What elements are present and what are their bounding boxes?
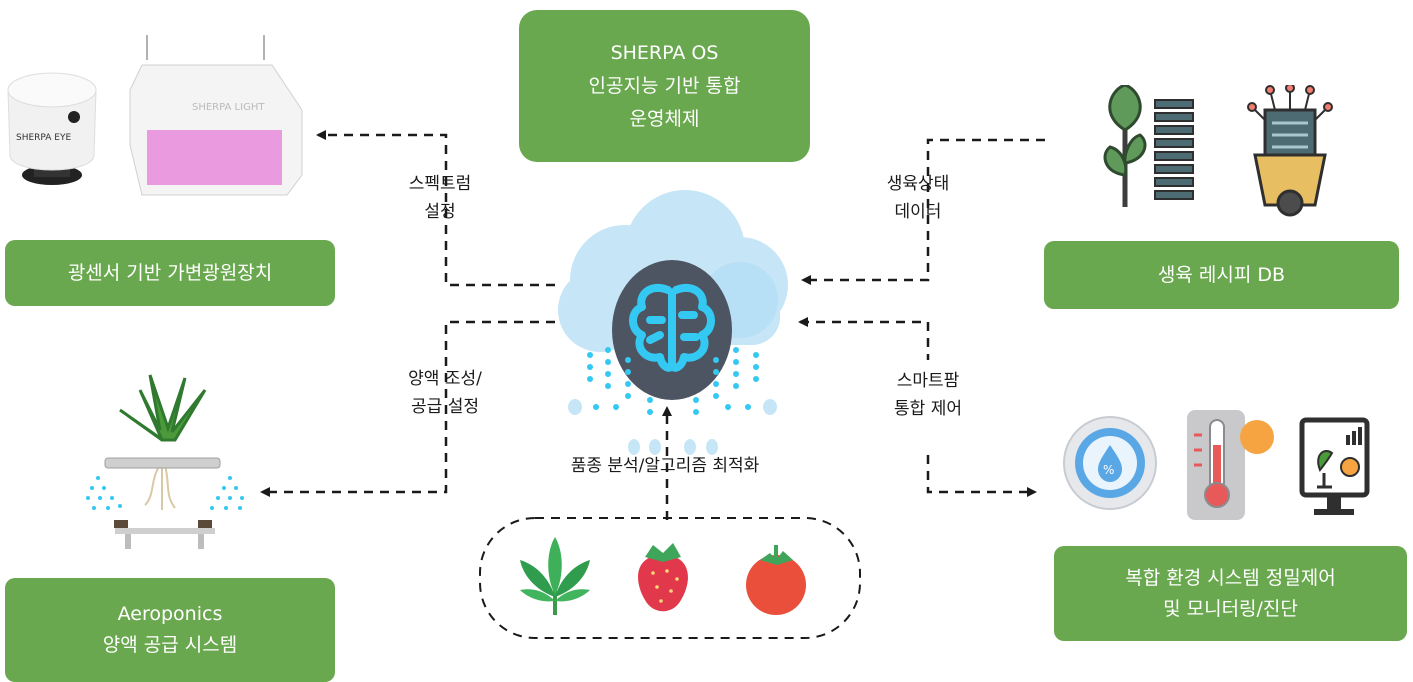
data-dots (573, 347, 759, 415)
aeroponics-subtitle: 양액 공급 시스템 (102, 634, 238, 656)
env-control-illustration: % (1063, 410, 1370, 520)
arrow-spectrum (316, 130, 555, 287)
smartfarm-label-line2: 통합 제어 (894, 399, 962, 419)
arrow-nutrient (260, 320, 555, 497)
sherpa-light-icon: SHERPA LIGHT (129, 35, 303, 196)
spectrum-label: 스펙트럼 설정 (385, 170, 495, 226)
brain-icon (629, 284, 715, 372)
smartfarm-label-line1: 스마트팜 (896, 371, 960, 391)
sherpa-light-label: SHERPA LIGHT (192, 102, 265, 113)
nutrient-label-line2: 공급 설정 (411, 397, 479, 417)
tomato-icon (746, 545, 806, 615)
env-control-subtitle: 및 모니터링/진단 (1163, 597, 1298, 620)
cannabis-leaf-icon (520, 537, 590, 615)
growth-data-label-line2: 데이터 (894, 202, 942, 222)
thermometer-icon (1187, 410, 1274, 520)
analysis-label: 품종 분석/알고리즘 최적화 (570, 456, 760, 476)
smartfarm-label: 스마트팜 통합 제어 (863, 367, 993, 423)
recipe-db-box: 생육 레시피 DB (1044, 241, 1399, 309)
plant-icon (119, 374, 207, 442)
spray-dots (86, 476, 244, 510)
light-device-box: 광센서 기반 가변광원장치 (5, 240, 335, 306)
env-control-box: 복합 환경 시스템 정밀제어 및 모니터링/진단 (1054, 546, 1407, 641)
light-device-label: 광센서 기반 가변광원장치 (67, 261, 273, 284)
spectrum-label-line2: 설정 (424, 202, 456, 222)
plant-server-icon (1103, 85, 1194, 207)
sherpa-os-subtitle-2: 운영체제 (629, 107, 700, 130)
nutrient-label-line1: 양액 조성/ (408, 369, 482, 389)
monitor-chart-icon (1299, 417, 1370, 515)
env-control-title: 복합 환경 시스템 정밀제어 (1125, 566, 1336, 589)
arrow-smartfarm (926, 455, 1037, 497)
aeroponics-box: Aeroponics 양액 공급 시스템 (5, 578, 335, 682)
sherpa-eye-label: SHERPA EYE (16, 133, 71, 143)
aeroponics-title: Aeroponics (117, 603, 223, 625)
sherpa-eye-icon: SHERPA EYE (7, 72, 97, 185)
svg-text:%: % (1103, 463, 1114, 477)
strawberry-icon (638, 543, 688, 612)
crop-icons (520, 537, 806, 615)
aeroponics-illustration (86, 374, 244, 549)
sherpa-os-box: SHERPA OS 인공지능 기반 통합 운영체제 (519, 10, 810, 162)
light-devices-illustration: SHERPA EYE SHERPA LIGHT (7, 35, 303, 196)
growth-data-label: 생육상태 데이터 (863, 170, 973, 226)
server-cart-icon (1247, 85, 1333, 217)
humidity-sensor-icon: % (1063, 416, 1157, 510)
nutrient-label: 양액 조성/ 공급 설정 (380, 365, 510, 421)
recipe-db-illustration (1103, 85, 1333, 217)
crop-group-frame (479, 517, 861, 639)
spectrum-label-line1: 스펙트럼 (408, 174, 472, 194)
cloud-brain-illustration (558, 190, 788, 455)
recipe-db-label: 생육 레시피 DB (1157, 263, 1286, 286)
sherpa-os-title: SHERPA OS (610, 41, 719, 64)
sherpa-os-subtitle: 인공지능 기반 통합 (588, 74, 741, 97)
growth-data-label-line1: 생육상태 (886, 174, 950, 194)
